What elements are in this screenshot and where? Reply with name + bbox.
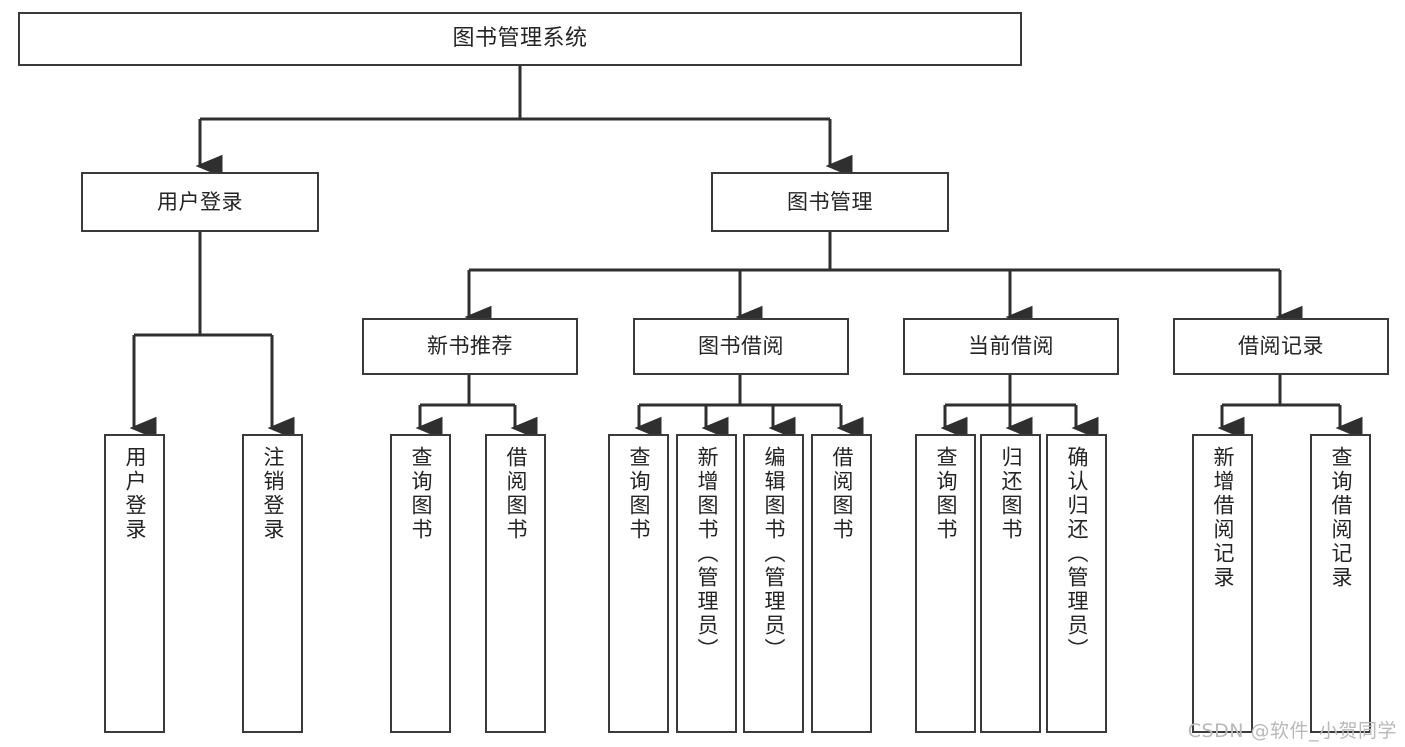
node-book-management[interactable]: 图书管理: [711, 172, 949, 232]
node-label: 借阅图书: [830, 446, 854, 542]
leaf-borrow-record-add[interactable]: 新增借阅记录: [1192, 434, 1253, 733]
node-label: 图书借阅: [698, 334, 784, 359]
leaf-new-book-query[interactable]: 查询图书: [390, 434, 451, 733]
node-label: 新书推荐: [427, 334, 513, 359]
node-label: 新增借阅记录: [1211, 446, 1235, 590]
node-label: 用户登录: [123, 446, 147, 542]
leaf-user-login-login[interactable]: 用户登录: [104, 434, 165, 733]
node-label: 图书管理: [787, 189, 873, 214]
node-label: 用户登录: [157, 189, 243, 214]
leaf-current-borrow-confirm[interactable]: 确认归还（管理员）: [1046, 434, 1107, 733]
node-label: 注销登录: [261, 446, 285, 542]
node-label: 图书管理系统: [452, 26, 588, 52]
leaf-new-book-borrow[interactable]: 借阅图书: [485, 434, 546, 733]
node-label: 查询图书: [934, 446, 958, 542]
node-label: 查询借阅记录: [1329, 446, 1353, 590]
node-label: 查询图书: [627, 446, 651, 542]
node-label: 归还图书: [999, 446, 1023, 542]
node-label: 编辑图书（管理员）: [762, 446, 786, 662]
node-new-book-recommend[interactable]: 新书推荐: [362, 318, 578, 375]
leaf-book-borrow-edit[interactable]: 编辑图书（管理员）: [743, 434, 804, 733]
leaf-current-borrow-return[interactable]: 归还图书: [980, 434, 1041, 733]
node-book-borrow[interactable]: 图书借阅: [633, 318, 849, 375]
node-label: 新增图书（管理员）: [695, 446, 719, 662]
leaf-borrow-record-query[interactable]: 查询借阅记录: [1310, 434, 1371, 733]
node-label: 借阅记录: [1238, 334, 1324, 359]
node-user-login[interactable]: 用户登录: [81, 172, 319, 232]
leaf-current-borrow-query[interactable]: 查询图书: [915, 434, 976, 733]
watermark-text: CSDN @软件_小贺同学: [1187, 720, 1397, 742]
node-label: 查询图书: [409, 446, 433, 542]
node-label: 确认归还（管理员）: [1065, 446, 1089, 662]
leaf-user-login-logout[interactable]: 注销登录: [242, 434, 303, 733]
leaf-book-borrow-add[interactable]: 新增图书（管理员）: [676, 434, 737, 733]
node-label: 借阅图书: [504, 446, 528, 542]
node-current-borrow[interactable]: 当前借阅: [903, 318, 1119, 375]
node-root-system[interactable]: 图书管理系统: [18, 12, 1022, 66]
leaf-book-borrow-borrow[interactable]: 借阅图书: [811, 434, 872, 733]
leaf-book-borrow-query[interactable]: 查询图书: [608, 434, 669, 733]
node-label: 当前借阅: [968, 334, 1054, 359]
node-borrow-record[interactable]: 借阅记录: [1173, 318, 1389, 375]
